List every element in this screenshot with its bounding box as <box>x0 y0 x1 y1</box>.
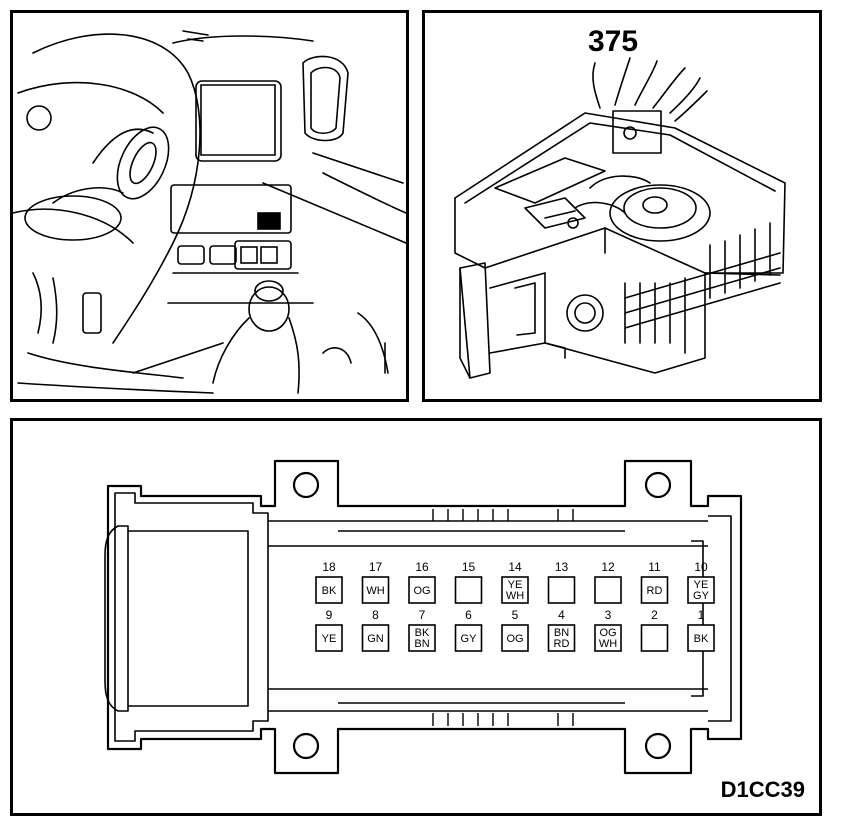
pin-number: 8 <box>372 608 379 622</box>
pin-number: 4 <box>558 608 565 622</box>
connector-perspective-illustration <box>454 57 786 379</box>
pin-cavity <box>640 576 669 604</box>
pin-cavity <box>594 576 622 604</box>
pin-number: 14 <box>508 560 522 574</box>
pin-cavity <box>501 576 529 604</box>
pin-cavity <box>408 576 436 604</box>
pin-number: 11 <box>648 560 661 574</box>
pin-number: 9 <box>326 608 333 622</box>
pin-cavity <box>687 576 715 604</box>
pin-number: 1 <box>698 608 705 622</box>
pin-6: 6GY <box>454 608 483 652</box>
pin-number: 10 <box>694 560 708 574</box>
pin-cavity <box>547 624 576 652</box>
wire-color-code: RD <box>647 585 663 597</box>
wire-color-code: OG <box>413 585 430 597</box>
pin-cavity <box>315 624 343 652</box>
pin-1: 1BK <box>687 608 715 652</box>
pin-15: 15 <box>454 560 483 604</box>
pin-2: 2 <box>640 608 669 652</box>
wire-color-code: OG <box>506 633 523 645</box>
pin-number: 16 <box>415 560 429 574</box>
pin-13: 13 <box>547 560 576 604</box>
pin-cavity <box>361 576 390 604</box>
pin-cavity <box>361 624 390 652</box>
pin-9: 9YE <box>315 608 343 652</box>
pin-number: 18 <box>322 560 336 574</box>
pin-number: 5 <box>512 608 519 622</box>
pin-12: 12 <box>594 560 622 604</box>
pin-number: 3 <box>605 608 612 622</box>
pin-number: 15 <box>462 560 476 574</box>
pin-number: 13 <box>555 560 569 574</box>
wire-color-code: WH <box>366 585 384 597</box>
pin-cavity <box>687 624 715 652</box>
wire-color-code: BK <box>322 585 337 597</box>
dashboard-illustration <box>13 30 406 394</box>
wire-color-code: GN <box>367 633 384 645</box>
pin-cavity <box>640 624 669 652</box>
figure-reference: D1CC39 <box>720 777 805 802</box>
wire-color-code: GY <box>461 633 478 645</box>
pin-number: 7 <box>419 608 426 622</box>
wire-color-code: YE <box>322 633 337 645</box>
pin-5: 5OG <box>501 608 529 652</box>
pin-cavity <box>454 624 483 652</box>
pin-number: 2 <box>651 608 658 622</box>
pin-number: 12 <box>601 560 615 574</box>
component-label: 375 <box>588 25 639 58</box>
wire-color-code: BK <box>694 633 709 645</box>
pin-cavity <box>315 576 343 604</box>
pin-number: 6 <box>465 608 472 622</box>
pin-cavity <box>501 624 529 652</box>
pin-number: 17 <box>369 560 383 574</box>
dashboard-view-panel <box>10 10 409 402</box>
pin-8: 8GN <box>361 608 390 652</box>
pin-cavity <box>454 576 483 604</box>
pin-cavity <box>408 624 436 652</box>
pin-cavity <box>547 576 576 604</box>
connector-perspective-panel: 375 <box>422 10 822 402</box>
pin-cavity <box>594 624 622 652</box>
